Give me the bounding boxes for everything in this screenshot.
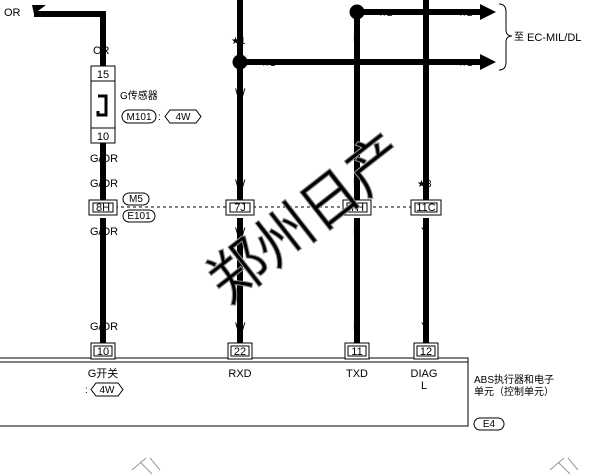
g-sensor-body [90,80,116,129]
g-sensor-wire-bottom: G/OR [90,153,118,165]
abs-terminal-diag-sub: L [421,380,427,392]
watermark-fragment-right [549,457,579,475]
svg-text:11: 11 [351,346,362,358]
destination-prefix: 至 [514,31,524,43]
abs-pin-22: 22 [227,342,253,360]
g-sensor-separator: : [158,112,161,123]
wire-mid-l: L [353,33,359,45]
marker-1b: ★1 [261,58,276,69]
input-wire-label: OR [4,7,21,19]
junction-connector-e101: E101 [127,211,151,222]
svg-text:10: 10 [97,346,109,358]
abs-pin-11: 11 [344,342,370,360]
g-sensor-variant: 4W [176,112,192,123]
destination-label: EC-MIL/DL [527,32,581,44]
abs-wire-w: W [235,321,246,333]
junction-pin-11c: 11C [410,199,442,216]
watermark-fragment-left [131,457,161,475]
g-sensor-connector-badge [121,109,157,124]
abs-wire-y: Y [421,321,429,333]
arrow-input-icon [32,5,46,14]
g-sensor-wire-top: OR [93,45,110,57]
g-sensor-connector: M101 [126,112,151,123]
abs-unit-title-line1: ABS执行器和电子 [474,373,554,386]
wire-below-g-or: G/OR [90,226,118,238]
svg-text:8H: 8H [96,202,110,214]
svg-text:11C: 11C [416,202,435,214]
wire-or-input [34,11,106,66]
wire-below-l: L [353,226,359,238]
wire-mid-w: W [235,87,246,99]
abs-terminal-rxd: RXD [228,368,251,380]
abs-pin-10: 10 [90,342,116,360]
g-sensor-pin-top: 15 [97,69,109,81]
marker-2b: ★2 [458,8,473,19]
abs-terminal-diag: DIAG [411,368,438,380]
abs-pin-12: 12 [413,342,439,360]
wires [34,0,480,343]
junction-pin-8h: 8H [88,199,118,216]
svg-text:7H: 7H [350,202,364,214]
abs-unit-body [0,357,469,427]
abs-wire-l: L [353,321,359,333]
splice-w-icon [232,54,248,70]
junction-pin-7j: 7J [225,199,255,216]
svg-text:12: 12 [420,346,432,358]
wire-above-marker-3: ★3 [417,179,432,190]
g-sensor-label: G传感器 [120,89,158,102]
junction-connector-m5-badge [122,192,150,206]
g-sensor-switch-icon [96,94,108,117]
g-sensor-pin-box-bottom [90,127,116,144]
marker-2a: ★2 [378,8,393,19]
wire-above-w: W [235,178,246,190]
destination-brace [498,3,513,71]
wire-above-l: L [353,178,359,190]
arrow-1-icon [480,54,496,70]
wire-below-w: W [235,226,246,238]
marker-1a: ★1 [231,36,246,47]
abs-wire-g-or: G/OR [90,321,118,333]
svg-text:22: 22 [234,346,246,358]
marker-1c: ★1 [458,58,473,69]
junction-connector-e101-badge [122,209,156,223]
abs-terminal-txd: TXD [346,368,368,380]
wire-below-y: Y [421,226,429,238]
abs-unit-connector: E4 [483,419,496,430]
wire-above-g-or: G/OR [90,178,118,190]
g-sensor-variant-badge [164,109,202,124]
abs-g-switch-separator: : [85,385,88,396]
splice-l-icon [349,4,365,20]
junction-connector-m5: M5 [129,194,143,205]
abs-g-switch-variant-badge [90,382,124,397]
abs-g-switch-variant: 4W [100,385,116,396]
g-sensor-pin-bottom: 10 [97,131,109,143]
svg-text:7J: 7J [234,202,246,214]
abs-unit-title-line2: 单元（控制单元） [474,385,554,398]
abs-unit-connector-badge [473,417,505,431]
junction-pin-7h: 7H [342,199,372,216]
watermark: 郑州日产 [196,121,419,315]
abs-terminal-g-switch: G开关 [88,366,119,380]
arrow-2-icon [480,4,496,20]
